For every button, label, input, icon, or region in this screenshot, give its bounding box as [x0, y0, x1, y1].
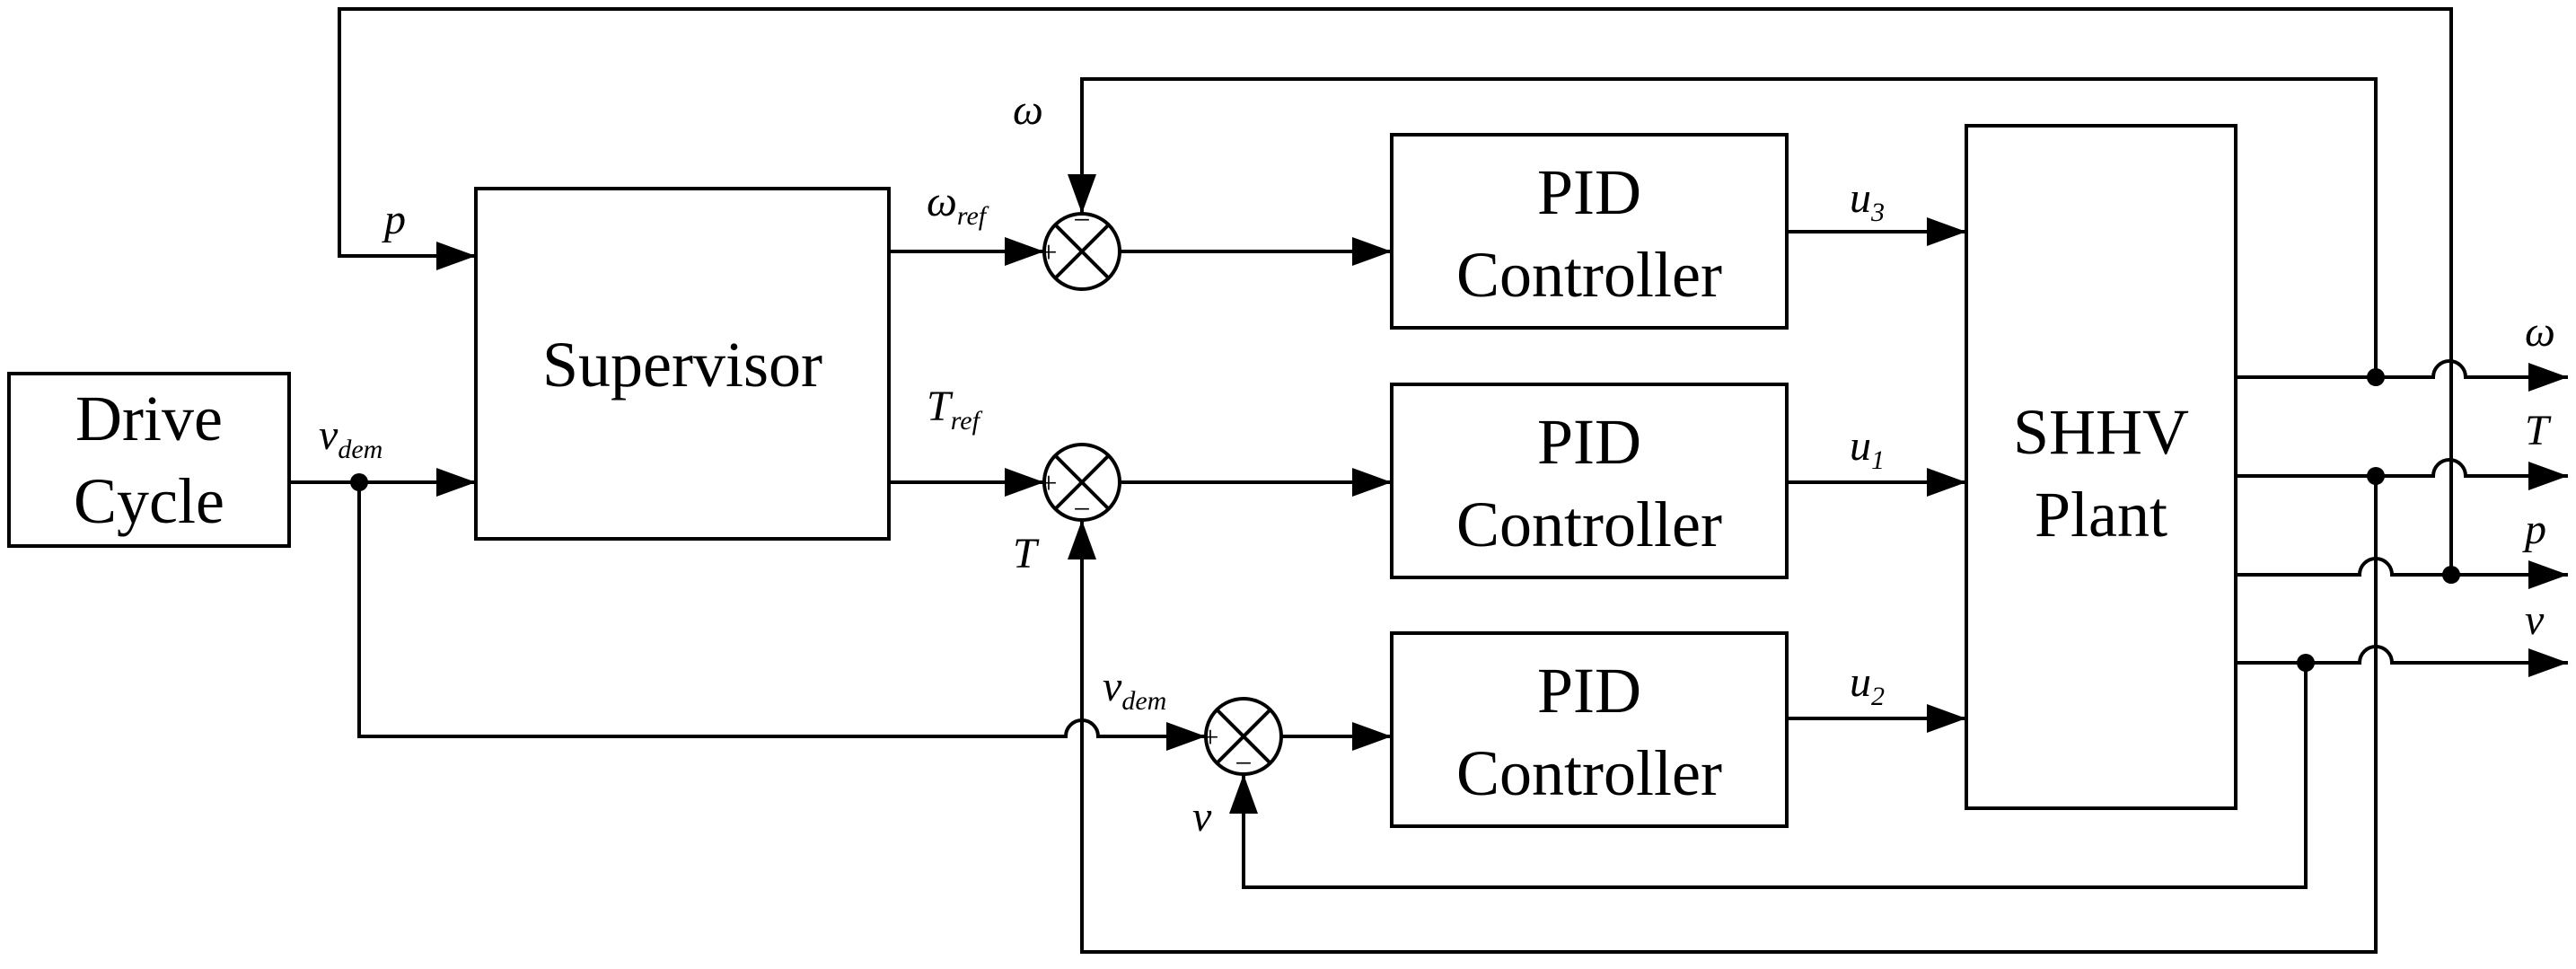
plus-sign: +	[1201, 721, 1218, 754]
drive-cycle-label-line1: Drive	[75, 383, 223, 454]
torque-feedback-label: T	[1013, 530, 1040, 577]
minus-sign: −	[1235, 747, 1252, 780]
drive-cycle-label-line2: Cycle	[74, 465, 224, 537]
pid-controller-torque-block: PID Controller	[1390, 383, 1789, 579]
summing-junction-omega: + −	[1040, 204, 1121, 291]
pid-velocity-label-line2: Controller	[1456, 737, 1722, 809]
p-output-wire	[2236, 557, 2568, 589]
u2-label: u2	[1850, 658, 1885, 711]
p-branch-node	[2442, 566, 2460, 584]
torque-output-wire	[2236, 458, 2568, 490]
p-feedback-wire	[338, 7, 2453, 575]
p-output-label: p	[2522, 506, 2546, 553]
vdem-label: vdem	[319, 411, 382, 464]
u3-label: u3	[1850, 174, 1885, 227]
pid-controller-velocity-block: PID Controller	[1390, 631, 1789, 828]
torque-ref-label: Tref	[927, 383, 983, 436]
omega-ref-label: ωref	[927, 178, 989, 231]
plus-sign: +	[1040, 467, 1057, 500]
omega-feedback-label: ω	[1013, 86, 1043, 134]
plus-sign: +	[1040, 236, 1057, 269]
v-output-wire	[2236, 645, 2568, 677]
vdem-velocity-label: vdem	[1103, 663, 1166, 716]
pid-omega-label-line2: Controller	[1456, 239, 1722, 311]
pid-torque-label-line1: PID	[1537, 406, 1641, 478]
torque-output-label: T	[2525, 407, 2552, 454]
pid-controller-omega-block: PID Controller	[1390, 133, 1789, 330]
summing-junction-torque: + −	[1040, 443, 1121, 526]
pid-velocity-label-line1: PID	[1537, 655, 1641, 727]
minus-sign: −	[1073, 493, 1090, 526]
supervisor-block: Supervisor	[474, 187, 891, 541]
plant-label-line2: Plant	[2035, 479, 2167, 551]
shhv-plant-block: SHHV Plant	[1965, 124, 2238, 810]
pid-omega-label-line1: PID	[1537, 156, 1641, 228]
u1-label: u1	[1850, 422, 1885, 475]
omega-output-label: ω	[2525, 308, 2555, 356]
torque-feedback-wire	[1068, 476, 2378, 954]
supervisor-label: Supervisor	[542, 329, 822, 401]
omega-output-wire	[2236, 359, 2568, 392]
summing-junction-velocity: + −	[1201, 697, 1283, 780]
velocity-feedback-label: v	[1192, 793, 1212, 841]
velocity-feedback-wire	[1229, 663, 2308, 889]
pid-torque-label-line2: Controller	[1456, 489, 1722, 560]
drive-cycle-block: Drive Cycle	[7, 372, 291, 548]
p-input-label: p	[382, 196, 406, 243]
plant-label-line1: SHHV	[2013, 396, 2189, 468]
omega-feedback-wire	[1068, 77, 2378, 377]
v-output-label: v	[2525, 596, 2545, 644]
